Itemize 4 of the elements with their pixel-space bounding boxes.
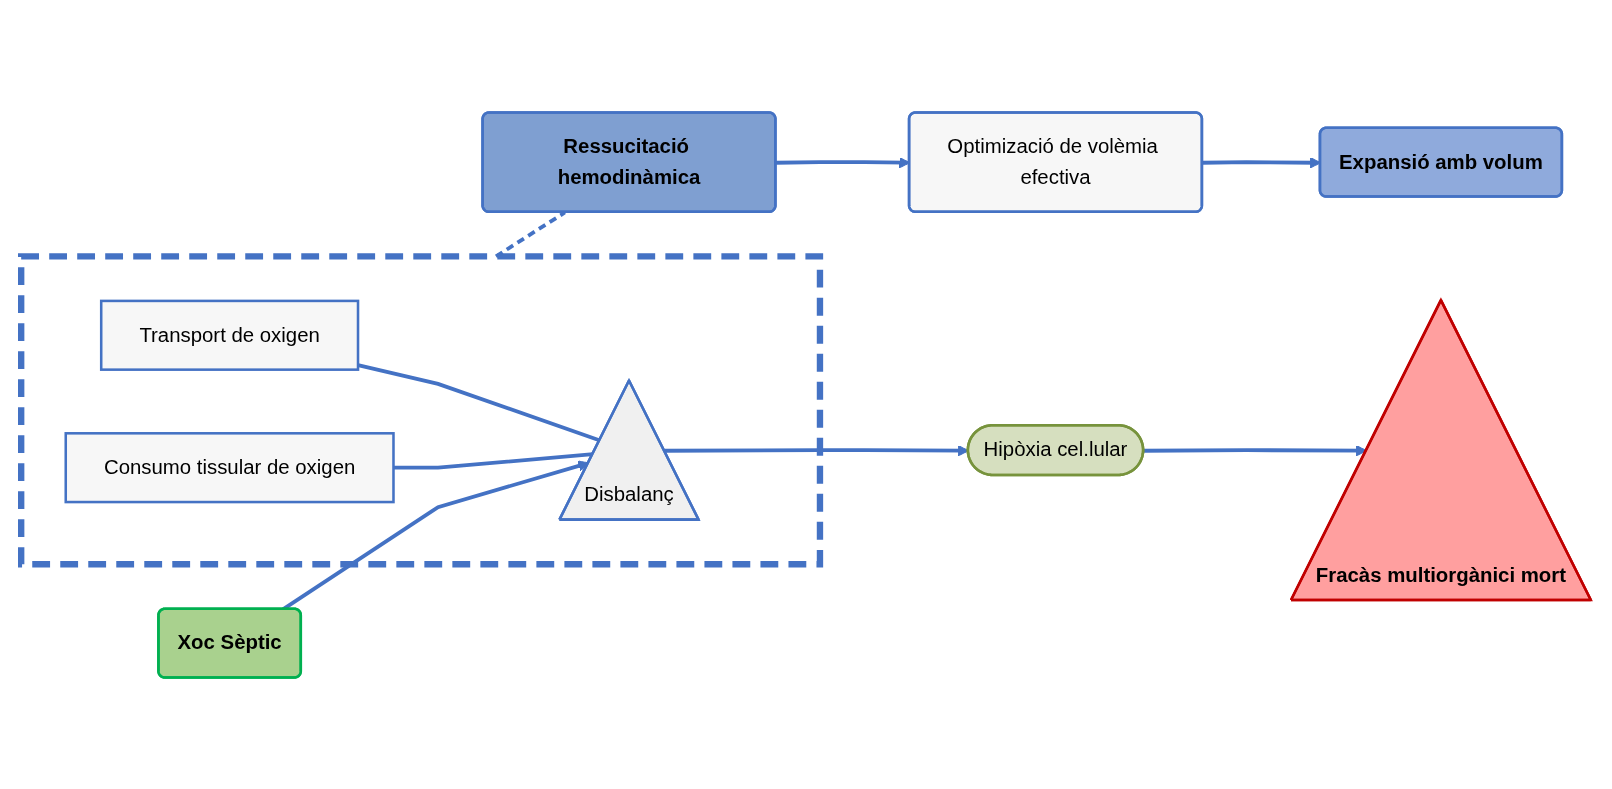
arrow <box>664 444 969 456</box>
cluster <box>18 252 824 567</box>
node-box: Transport de oxigen <box>99 299 360 371</box>
node-box: Consumo tissular de oxigen <box>64 431 395 503</box>
